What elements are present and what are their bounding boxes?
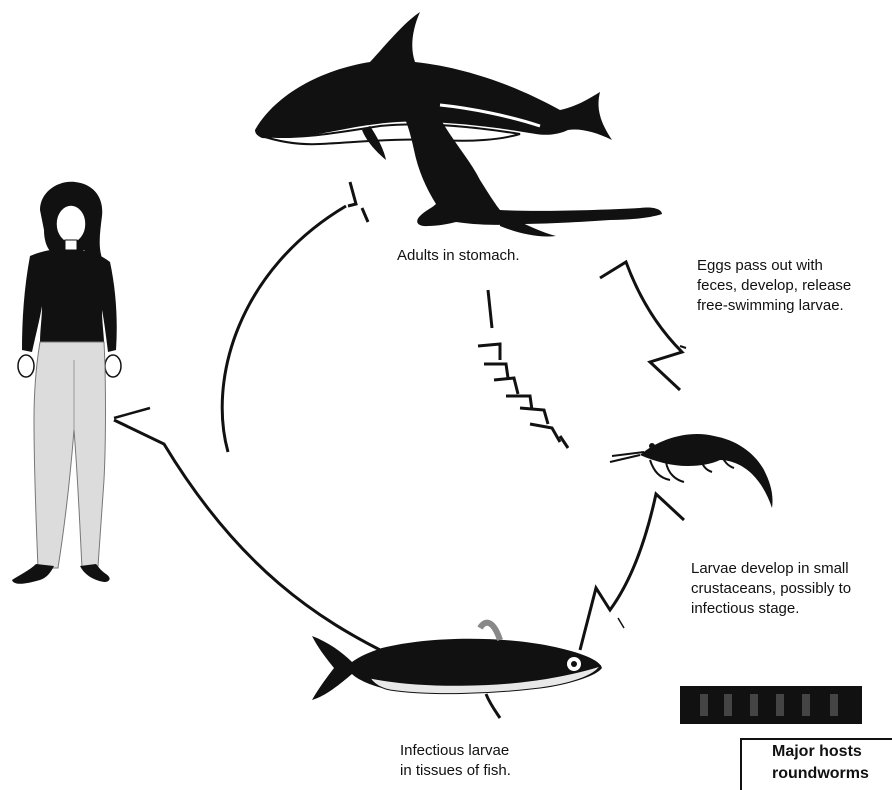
arrow-crustacean-to-fish (580, 494, 684, 650)
label-fish-stage: Infectious larvae in tissues of fish. (400, 741, 560, 781)
label-eggs-line-3: free-swimming larvae. (697, 296, 887, 316)
major-hosts-subtitle: roundworms (772, 765, 869, 783)
label-eggs-stage: Eggs pass out with feces, develop, relea… (697, 256, 887, 316)
label-crustacean-line-3: infectious stage. (691, 599, 891, 619)
label-fish-line-2: in tissues of fish. (400, 761, 560, 781)
label-crustacean-stage: Larvae develop in small crustaceans, pos… (691, 559, 891, 619)
label-fish-line-1: Infectious larvae (400, 741, 560, 761)
arrow-larvae-steps (488, 290, 492, 328)
label-adults-text: Adults in stomach. (397, 246, 520, 266)
major-hosts-box: Major hosts roundworms (740, 738, 892, 790)
arrow-fish-to-human (114, 420, 388, 654)
label-crustacean-line-2: crustaceans, possibly to (691, 579, 891, 599)
label-adults-in-stomach: Adults in stomach. (397, 246, 520, 266)
label-eggs-line-1: Eggs pass out with (697, 256, 887, 276)
arrow-fish-to-mammal (222, 206, 346, 452)
crustacean-illustration (610, 434, 773, 508)
label-eggs-line-2: feces, develop, release (697, 276, 887, 296)
label-crustacean-line-1: Larvae develop in small (691, 559, 891, 579)
sidebar-header-bar (680, 686, 862, 724)
arrow-eggs-to-water (600, 262, 682, 390)
major-hosts-title: Major hosts (772, 743, 862, 761)
human-figure-illustration (12, 182, 121, 584)
